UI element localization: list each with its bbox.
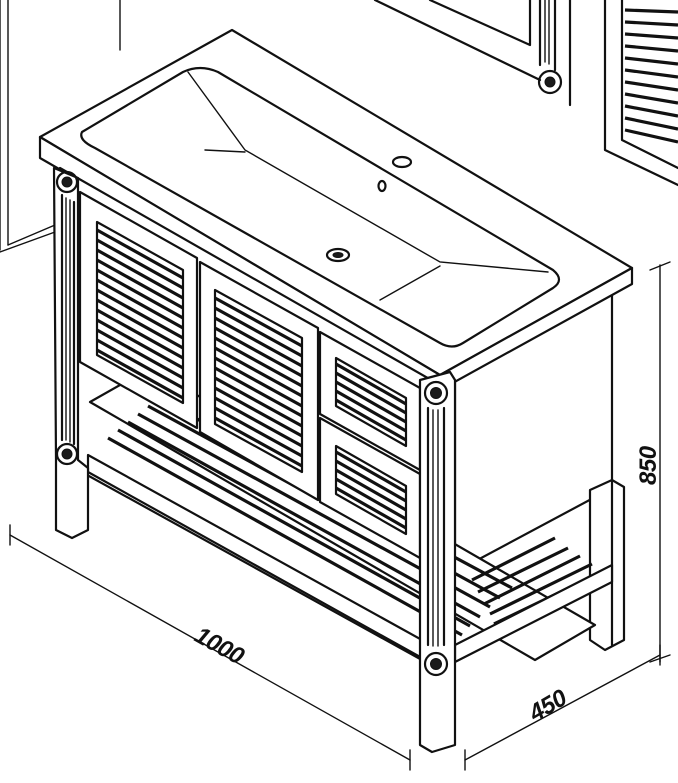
door-middle-louvers <box>214 296 303 468</box>
drawer-upper-louvers <box>335 362 407 442</box>
height-label: 850 <box>635 445 662 485</box>
wall-shutter-louvers <box>624 8 678 144</box>
room-background <box>0 0 121 253</box>
door-left <box>78 190 199 430</box>
front-left-leg <box>52 166 90 540</box>
front-right-leg <box>418 370 457 754</box>
depth-label: 450 <box>524 684 573 728</box>
door-middle <box>198 260 320 502</box>
mirror-frame <box>373 0 572 107</box>
drawer-lower <box>318 416 422 560</box>
drawer-upper <box>318 330 422 472</box>
wall-shutter <box>603 0 678 187</box>
basin-top <box>38 28 634 392</box>
back-right-leg <box>588 478 626 652</box>
dimension-depth: 450 <box>464 644 661 771</box>
drawer-lower-louvers <box>335 450 407 530</box>
dimension-height: 850 <box>635 261 671 663</box>
width-label: 1000 <box>190 622 249 671</box>
door-left-louvers <box>96 228 184 400</box>
